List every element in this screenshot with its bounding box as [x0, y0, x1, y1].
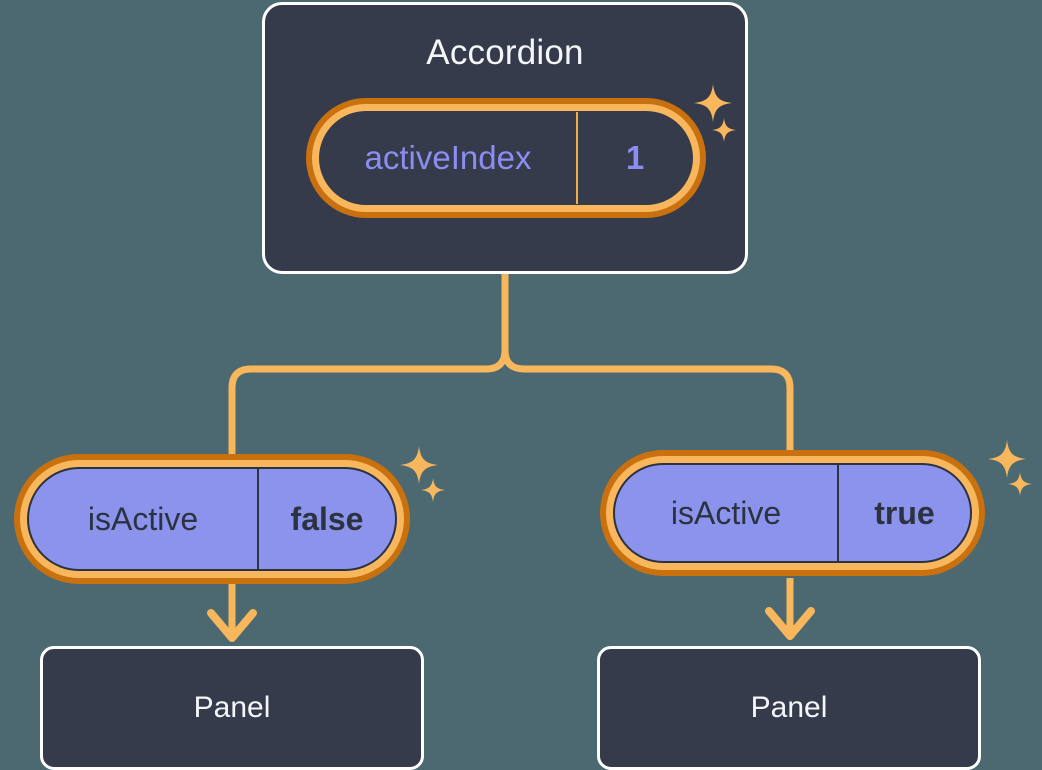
pill-highlight-ring: isActive true [606, 456, 979, 570]
state-key-label: isActive [615, 465, 839, 561]
panel-component-card-right[interactable]: Panel [597, 646, 981, 770]
state-key-label: isActive [29, 469, 259, 569]
connector-trunk-left [228, 270, 509, 460]
panel-title: Panel [193, 691, 271, 724]
state-value-label: false [290, 500, 364, 537]
arrow-head-left [207, 609, 257, 642]
state-pill-activeindex[interactable]: activeIndex 1 [306, 98, 706, 218]
arrow-head-right [765, 607, 815, 640]
pill-highlight-ring: activeIndex 1 [312, 104, 700, 212]
state-value-label: true [874, 494, 935, 531]
pill-body: activeIndex 1 [319, 111, 693, 205]
panel-component-card-left[interactable]: Panel [40, 646, 424, 770]
sparkle-large-icon [400, 446, 438, 484]
connector-trunk-right [501, 270, 794, 456]
state-pill-isactive-false[interactable]: isActive false [14, 454, 410, 584]
state-pill-isactive-true[interactable]: isActive true [600, 450, 985, 576]
page-title: Accordion [426, 33, 584, 72]
pill-body: isActive true [613, 463, 972, 563]
pill-highlight-ring: isActive false [20, 460, 404, 578]
sparkle-large-icon [988, 440, 1026, 478]
state-key-label: activeIndex [320, 112, 578, 204]
state-value-label: 1 [625, 139, 645, 176]
pill-body: isActive false [27, 467, 397, 571]
panel-title: Panel [750, 691, 828, 724]
sparkle-small-icon [421, 478, 445, 502]
sparkle-small-icon [1008, 472, 1032, 496]
